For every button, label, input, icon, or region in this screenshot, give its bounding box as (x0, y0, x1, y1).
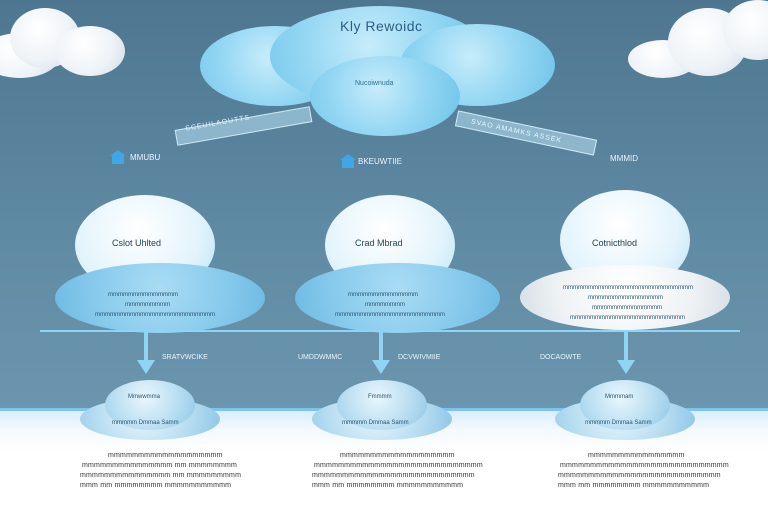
left-bottom-cloud (80, 380, 220, 440)
marker-right: MMMID (610, 154, 638, 163)
middle-arrow-label-left: UMDDWMMC (298, 354, 343, 361)
middle-ground-line-1: mmmmmmmmmmmmmmmmmmm (340, 452, 455, 459)
right-cloud-line-2: mmmmmmmmmmmmmmm (588, 295, 663, 301)
right-cloud-line-3: mmmmmmmmmmmmmm (592, 305, 662, 311)
right-cloud-line-1: mmmmmmmmmmmmmmmmmmmmmmmmmm (563, 285, 693, 291)
sky-cloud-left (0, 8, 130, 78)
right-ground-line-1: mmmmmmmmmmmmmmmm (588, 452, 685, 459)
top-cloud (200, 6, 560, 146)
sky-cloud-right (628, 0, 768, 80)
house-icon (110, 150, 126, 164)
right-ground-line-3: mmmmmmmmmmmmmmmmmmmmmmmmmmm (558, 472, 721, 479)
left-arrow-icon (137, 360, 155, 374)
middle-cloud (295, 195, 500, 335)
marker-left: MMUBU (130, 153, 161, 162)
right-cloud-label: Cotnicthlod (592, 238, 638, 248)
right-bottom-title: Mmmmam (605, 394, 634, 400)
middle-bottom-cloud (312, 380, 452, 440)
left-ground-line-3: mmmmmmmmmmmmmmm mm mmmmmmmmm (80, 472, 242, 479)
left-cloud-line-2: mmmmmmmmm (125, 302, 170, 308)
left-ground-line-1: mmmmmmmmmmmmmmmmmmm (108, 452, 223, 459)
left-ground-line-2: mmmmmmmmmmmmmmm mm mmmmmmmm (82, 462, 238, 469)
middle-ground-line-3: mmmmmmmmmmmmmmmmmmmmmmmmmmm (312, 472, 475, 479)
middle-cloud-line-3: mmmmmmmmmmmmmmmmmmmmmm (335, 312, 445, 318)
left-cloud-label: Cslot Uhlted (112, 238, 162, 248)
middle-arrow-icon (372, 360, 390, 374)
left-ground-line-4: mmm mm mmmmmmmm mmmmmmmmmmm (80, 482, 232, 489)
right-bottom-sub: mmmmm Dmmaa Samm (585, 420, 652, 426)
middle-cloud-label: Crad Mbrad (355, 238, 403, 248)
right-ground-line-4: mmm mm mmmmmmmm mmmmmmmmmmm (558, 482, 710, 489)
diagram-title: Kly Rewoidc (340, 18, 423, 34)
middle-cloud-line-2: mmmmmmmm (365, 302, 405, 308)
left-bottom-sub: mmmmm Dmmaa Samm (112, 420, 179, 426)
left-cloud-line-1: mmmmmmmmmmmmmm (108, 292, 178, 298)
left-cloud (55, 195, 265, 335)
diagram-subtitle: Nucoiwnuda (355, 80, 394, 87)
right-arrow-stem (624, 332, 628, 362)
left-arrow-label: SRATVWCIKE (162, 354, 208, 361)
right-ground-line-2: mmmmmmmmmmmmmmmmmmmmmmmmmmmm (560, 462, 729, 469)
middle-ground-line-4: mmm mm mmmmmmmm mmmmmmmmmmm (312, 482, 464, 489)
left-arrow-stem (144, 332, 148, 362)
accent-line (40, 330, 740, 332)
right-cloud-line-4: mmmmmmmmmmmmmmmmmmmmmmm (570, 315, 685, 321)
right-bottom-cloud (555, 380, 695, 440)
middle-bottom-title: Fmmmm (368, 394, 392, 400)
right-cloud (520, 190, 730, 335)
middle-cloud-line-1: mmmmmmmmmmmmmm (348, 292, 418, 298)
right-arrow-label: DOCAOWTE (540, 354, 582, 361)
middle-bottom-sub: mmmmm Dmmaa Samm (342, 420, 409, 426)
left-bottom-title: Mmwwmma (128, 394, 160, 400)
middle-ground-line-2: mmmmmmmmmmmmmmmmmmmmmmmmmmmm (314, 462, 483, 469)
marker-middle: BKEUWTIIE (358, 157, 403, 166)
house-icon (340, 154, 356, 168)
middle-arrow-stem (379, 332, 383, 362)
middle-arrow-label-right: DCVWIVMIIE (398, 354, 441, 361)
left-cloud-line-3: mmmmmmmmmmmmmmmmmmmmmmmm (95, 312, 215, 318)
right-arrow-icon (617, 360, 635, 374)
